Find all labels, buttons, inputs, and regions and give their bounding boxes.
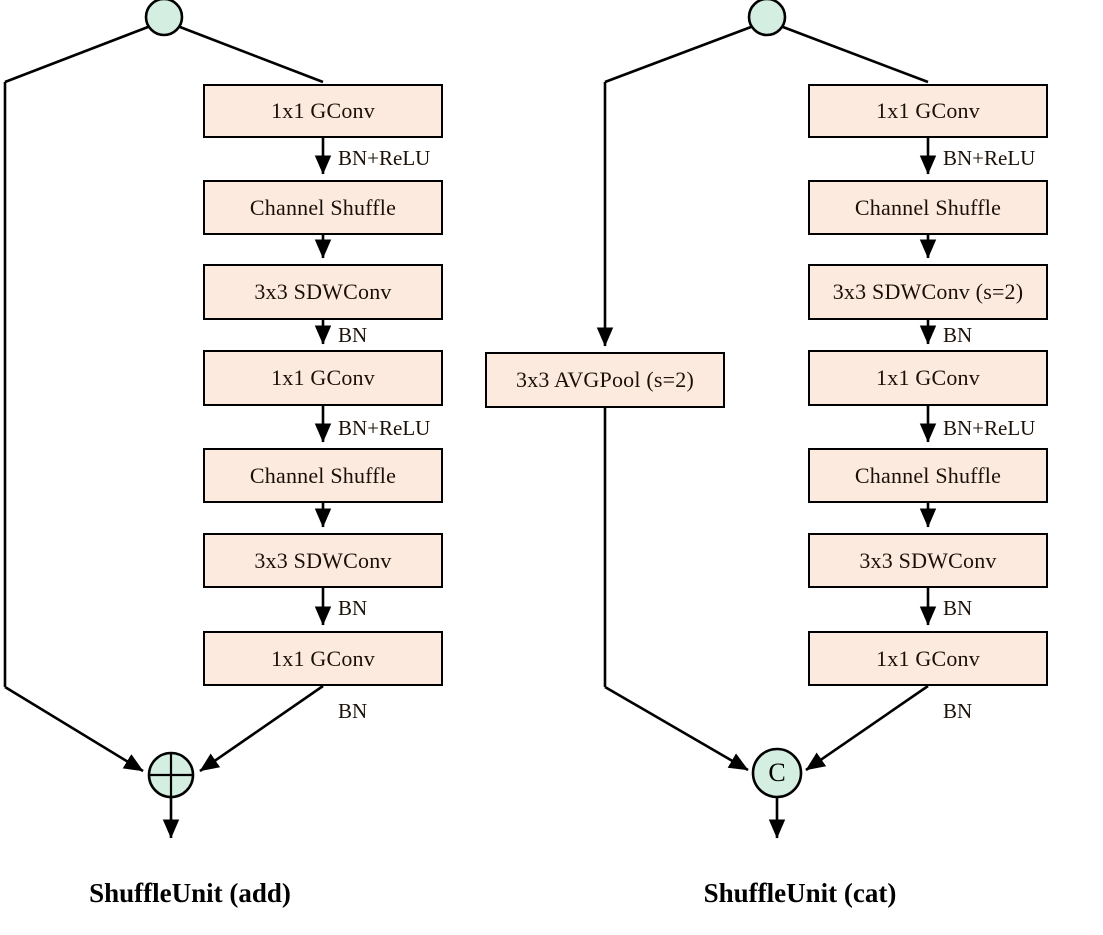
block-label: 1x1 GConv xyxy=(271,365,375,390)
block-label: 3x3 SDWConv xyxy=(254,279,392,304)
block-right-1[interactable]: Channel Shuffle xyxy=(808,180,1048,235)
block-label: 1x1 GConv xyxy=(271,98,375,123)
edge-label-right-3: BN xyxy=(943,596,973,620)
block-label: 3x3 SDWConv (s=2) xyxy=(832,279,1024,304)
block-left-1[interactable]: Channel Shuffle xyxy=(203,180,443,235)
edge-label-right-1: BN xyxy=(943,323,973,347)
block-label: 3x3 SDWConv xyxy=(859,547,997,573)
block-skip-avgpool[interactable]: 3x3 AVGPool (s=2) xyxy=(485,352,725,408)
caption-shuffleunit-add: ShuffleUnit (add) xyxy=(89,878,291,908)
block-label: 3x3 SDWConv xyxy=(254,547,392,573)
block-label: Channel Shuffle xyxy=(854,462,1002,488)
block-left-2[interactable]: 3x3 SDWConv xyxy=(203,264,443,320)
edge-label-right-2: BN+ReLU xyxy=(943,416,1036,440)
block-label: 1x1 GConv xyxy=(876,645,980,671)
block-label: 1x1 GConv xyxy=(271,645,375,671)
block-left-5[interactable]: 3x3 SDWConv xyxy=(203,533,443,588)
block-left-3[interactable]: 1x1 GConv xyxy=(203,350,443,406)
block-left-4[interactable]: Channel Shuffle xyxy=(203,448,443,503)
block-right-0[interactable]: 1x1 GConv xyxy=(808,84,1048,138)
block-label: 1x1 GConv xyxy=(876,98,980,123)
block-right-5[interactable]: 3x3 SDWConv xyxy=(808,533,1048,588)
block-left-6[interactable]: 1x1 GConv xyxy=(203,631,443,686)
edge-label-left-2: BN+ReLU xyxy=(338,416,431,440)
block-right-4[interactable]: Channel Shuffle xyxy=(808,448,1048,503)
block-right-3[interactable]: 1x1 GConv xyxy=(808,350,1048,406)
edge-label-right-4: BN xyxy=(943,699,973,723)
block-left-0[interactable]: 1x1 GConv xyxy=(203,84,443,138)
edge-label-right-0: BN+ReLU xyxy=(943,146,1036,170)
block-label: Channel Shuffle xyxy=(249,194,397,220)
edge-label-left-1: BN xyxy=(338,323,368,347)
edge-label-left-4: BN xyxy=(338,699,368,723)
concat-junction-label: C xyxy=(768,758,786,787)
block-right-6[interactable]: 1x1 GConv xyxy=(808,631,1048,686)
block-label: 1x1 GConv xyxy=(876,365,980,390)
edge-label-left-3: BN xyxy=(338,596,368,620)
caption-shuffleunit-cat: ShuffleUnit (cat) xyxy=(703,878,897,908)
block-label: Channel Shuffle xyxy=(854,194,1002,220)
block-right-2[interactable]: 3x3 SDWConv (s=2) xyxy=(808,264,1048,320)
block-label: Channel Shuffle xyxy=(249,462,397,488)
block-label: 3x3 AVGPool (s=2) xyxy=(516,367,694,392)
edge-label-left-0: BN+ReLU xyxy=(338,146,431,170)
